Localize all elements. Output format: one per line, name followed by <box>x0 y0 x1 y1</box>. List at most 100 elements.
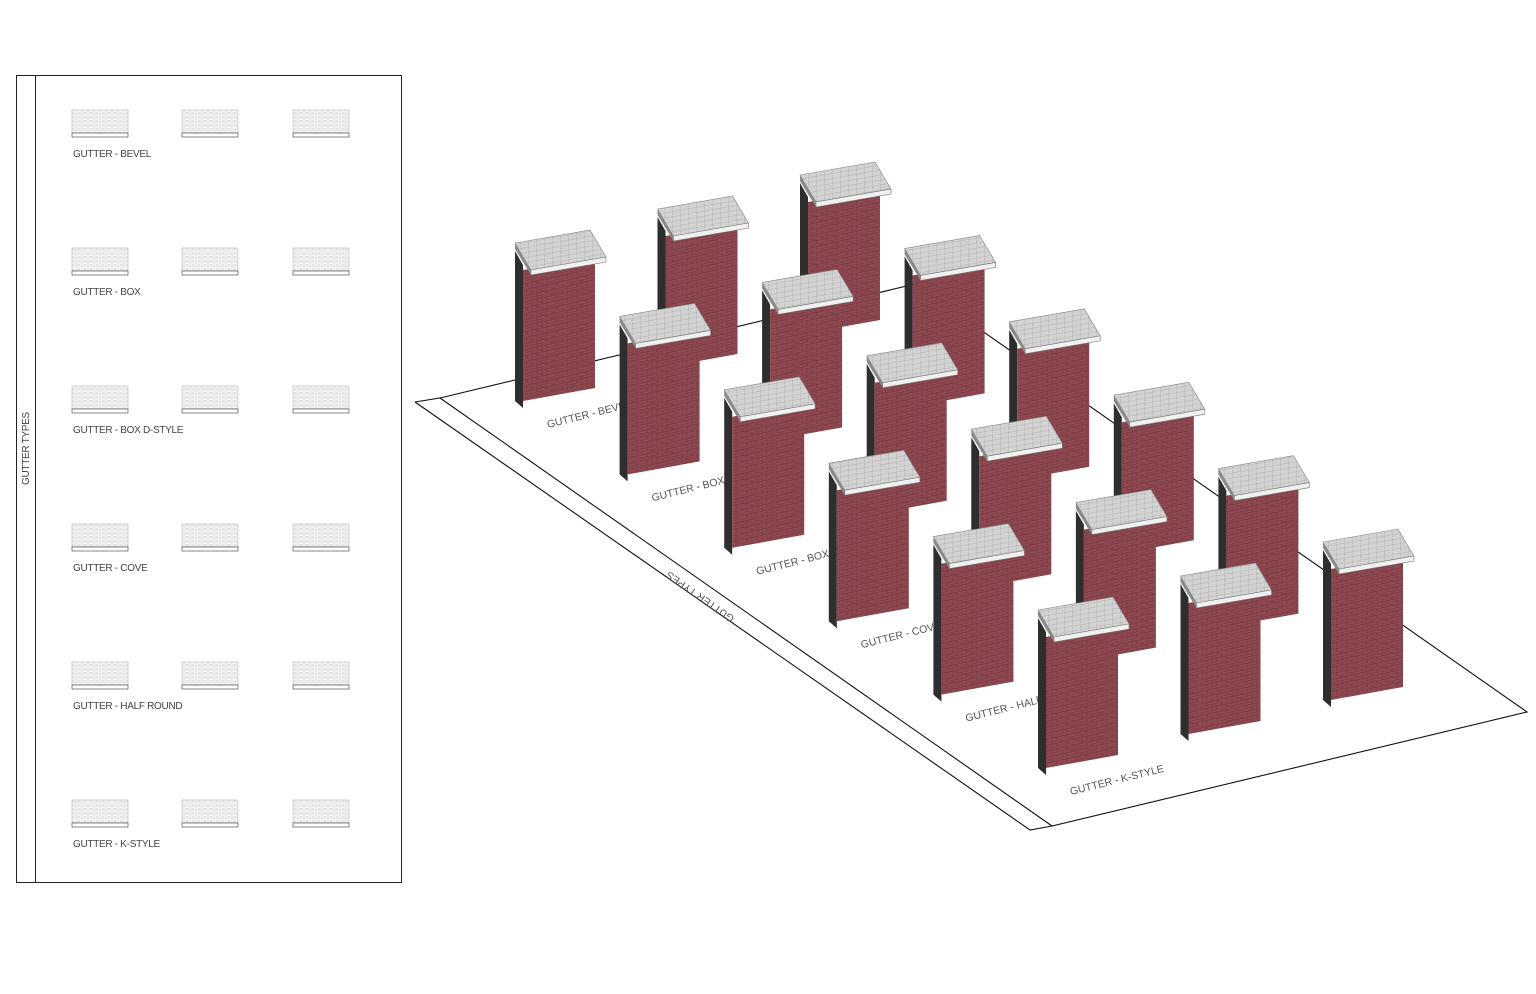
elevation-label: GUTTER - HALF ROUND <box>73 701 182 712</box>
gutter-elevation <box>181 408 239 414</box>
gutter-elevation <box>292 822 350 828</box>
brick-wall-face <box>1046 624 1118 768</box>
brick-wall-face <box>1331 556 1403 700</box>
gutter-elevation <box>292 546 350 552</box>
wall-elevation <box>292 799 350 824</box>
elevation-sample <box>71 247 129 276</box>
gutter-elevation <box>71 132 129 138</box>
elevation-sample <box>71 109 129 138</box>
wall-elevation <box>292 523 350 548</box>
brick-wall-face <box>941 550 1014 695</box>
wall-elevation <box>181 523 239 548</box>
brick-wall-face <box>836 477 909 622</box>
gutter-end <box>1113 395 1130 428</box>
gutter-end <box>933 536 950 569</box>
gutter-elevation <box>181 270 239 276</box>
elevation-sample <box>71 523 129 552</box>
elevation-sheet: GUTTER TYPES GUTTER - BEVEL GUTTER - BOX G… <box>16 75 402 883</box>
elevation-label: GUTTER - BOX <box>73 287 141 298</box>
brick-wall-face <box>732 403 805 548</box>
gutter-elevation <box>71 684 129 690</box>
gutter-end <box>1218 468 1235 501</box>
gutter-elevation <box>292 270 350 276</box>
brick-wall-face <box>523 257 595 401</box>
gutter-end <box>1323 542 1339 574</box>
gutter-wall-sample <box>1322 528 1415 707</box>
wall-side <box>724 397 733 555</box>
elevation-sample <box>181 799 239 828</box>
wall-elevation <box>71 385 129 410</box>
wall-elevation <box>71 247 129 272</box>
elevation-sample <box>292 661 350 690</box>
sheet-border <box>16 75 402 883</box>
gutter-end <box>800 175 816 207</box>
gutter-end <box>762 282 779 315</box>
gutter-elevation <box>71 408 129 414</box>
wall-side <box>515 251 523 408</box>
elevation-label: GUTTER - BOX D-STYLE <box>73 425 184 436</box>
wall-elevation <box>292 385 350 410</box>
wall-elevation <box>71 523 129 548</box>
gutter-end <box>1038 610 1054 642</box>
iso-row: GUTTER - K-STYLE <box>1037 528 1415 798</box>
elevation-row: GUTTER - K-STYLE <box>71 799 350 850</box>
gutter-elevation <box>292 684 350 690</box>
elevation-sample <box>292 385 350 414</box>
gutter-elevation <box>181 132 239 138</box>
gutter-elevation <box>292 408 350 414</box>
platform-outer-edge <box>414 401 1053 831</box>
elevation-row: GUTTER - BOX D-STYLE <box>71 385 350 436</box>
wall-side <box>619 324 628 482</box>
wall-elevation <box>71 109 129 134</box>
iso-view-label: GUTTER TYPES <box>664 568 737 624</box>
gutter-elevation <box>181 822 239 828</box>
iso-row-label: GUTTER - BOX <box>650 475 725 505</box>
gutter-end <box>1180 576 1197 608</box>
gutter-end <box>657 209 674 241</box>
elevation-sample <box>181 523 239 552</box>
wall-side <box>1038 618 1046 775</box>
gutter-wall-sample <box>619 303 712 482</box>
wall-elevation <box>181 109 239 134</box>
gutter-end <box>1009 321 1026 354</box>
gutter-elevation <box>181 684 239 690</box>
elevation-sample <box>181 247 239 276</box>
elevation-sample <box>292 523 350 552</box>
gutter-end <box>866 355 883 388</box>
elevation-sample <box>181 109 239 138</box>
elevation-sample <box>71 661 129 690</box>
elevation-sample <box>292 109 350 138</box>
iso-row: GUTTER - BEVEL <box>514 161 892 431</box>
elevation-row: GUTTER - BOX <box>71 247 350 298</box>
gutter-end <box>515 243 531 275</box>
sheet-title: GUTTER TYPES <box>21 411 32 485</box>
gutter-wall-sample <box>828 449 921 629</box>
elevation-row: GUTTER - HALF ROUND <box>71 661 350 712</box>
gutter-end <box>904 248 921 281</box>
gutter-wall-sample <box>1037 596 1130 775</box>
gutter-end <box>619 316 636 349</box>
elevation-label: GUTTER - BEVEL <box>73 149 152 160</box>
gutter-end <box>724 389 741 422</box>
gutter-wall-sample <box>1180 562 1272 741</box>
gutter-elevation <box>71 822 129 828</box>
gutter-elevation <box>71 546 129 552</box>
gutter-end <box>971 429 988 462</box>
gutter-end <box>828 463 845 496</box>
elevation-sample <box>181 385 239 414</box>
wall-elevation <box>292 109 350 134</box>
brick-wall-face <box>1188 590 1261 734</box>
elevation-sample <box>181 661 239 690</box>
wall-side <box>1180 584 1189 741</box>
wall-elevation <box>292 247 350 272</box>
gutter-wall-sample <box>932 523 1025 702</box>
elevation-row: GUTTER - BEVEL <box>71 109 350 160</box>
elevation-sample <box>292 247 350 276</box>
iso-row-label: GUTTER - COVE <box>860 620 943 652</box>
wall-elevation <box>181 799 239 824</box>
gutter-elevation <box>292 132 350 138</box>
wall-elevation <box>71 799 129 824</box>
wall-elevation <box>181 661 239 686</box>
wall-elevation <box>292 661 350 686</box>
